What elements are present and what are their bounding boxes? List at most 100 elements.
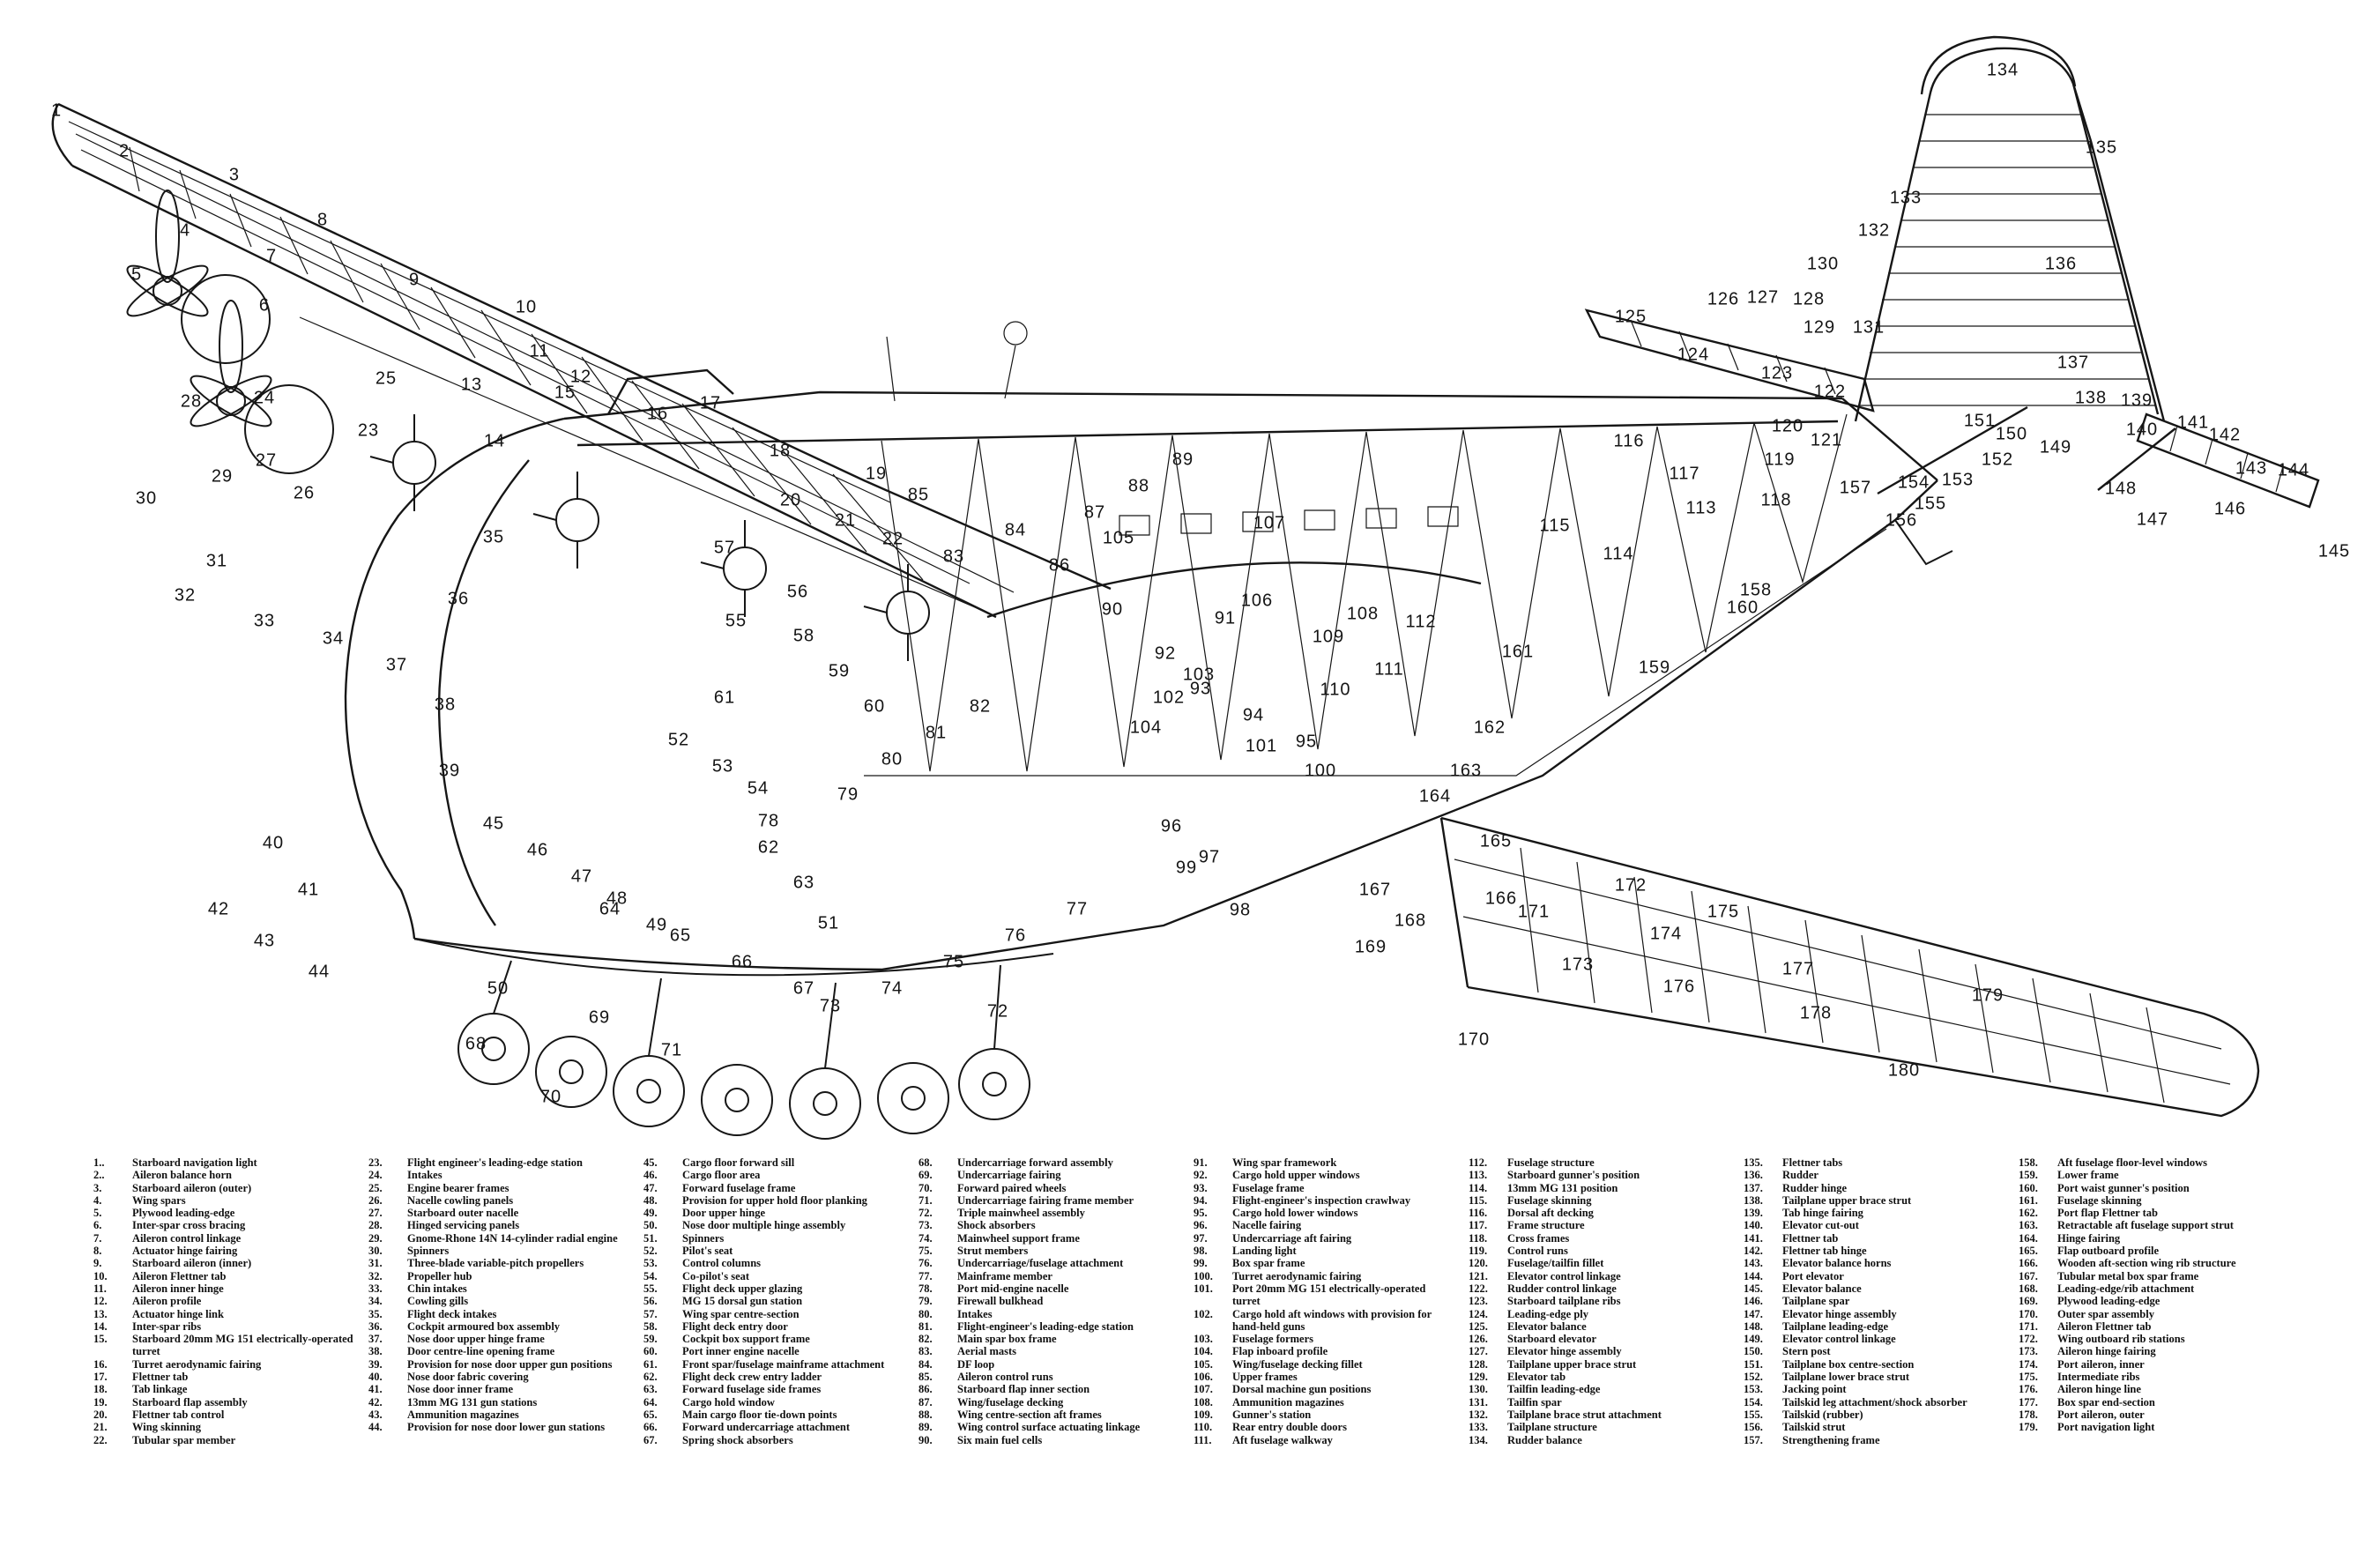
legend-item-label: Elevator hinge assembly xyxy=(1507,1345,1622,1358)
legend-item: 73.Shock absorbers xyxy=(919,1219,1194,1231)
callout-number: 126 xyxy=(1707,289,1740,309)
legend-item: 33.Chin intakes xyxy=(368,1282,643,1295)
legend-item-number: 6. xyxy=(93,1219,102,1232)
callout-number: 85 xyxy=(907,485,930,505)
legend-item-number: 7. xyxy=(93,1231,102,1245)
legend-item-label: 13mm MG 131 position xyxy=(1507,1181,1618,1194)
legend-item-number: 20. xyxy=(93,1408,108,1421)
legend-item-number: 160. xyxy=(2019,1181,2038,1194)
callout-number: 129 xyxy=(1803,317,1836,338)
legend-item-number: 16. xyxy=(93,1357,108,1371)
legend-item-number: 144. xyxy=(1744,1269,1763,1282)
legend-item-label: Tailskid strut xyxy=(1782,1421,1846,1434)
legend-item-number: 48. xyxy=(643,1193,658,1207)
legend-item-number: 62. xyxy=(643,1371,658,1384)
legend-item-number: 74. xyxy=(919,1231,933,1245)
callout-number: 73 xyxy=(819,996,842,1016)
legend-item-number: 124. xyxy=(1469,1307,1488,1320)
legend-item-label: Flettner tab xyxy=(132,1371,189,1384)
legend-item-label: Aileron control runs xyxy=(957,1371,1053,1384)
legend-item: 114.13mm MG 131 position xyxy=(1469,1182,1744,1194)
legend-item-label: Port 20mm MG 151 electrically-operated t… xyxy=(1232,1282,1426,1308)
legend-item: 130.Tailfin leading-edge xyxy=(1469,1383,1744,1395)
legend-item-label: Tailplane structure xyxy=(1507,1421,1597,1434)
callout-number: 108 xyxy=(1346,604,1380,624)
legend-item-number: 112. xyxy=(1469,1156,1488,1169)
legend-item-label: Elevator balance horns xyxy=(1782,1257,1892,1270)
legend-item: 102.Cargo hold aft windows with provisio… xyxy=(1194,1308,1469,1334)
callout-number: 135 xyxy=(2085,138,2118,158)
legend-item: 59.Cockpit box support frame xyxy=(643,1333,919,1345)
callout-number: 38 xyxy=(434,695,457,715)
legend-item: 158.Aft fuselage floor-level windows xyxy=(2019,1156,2294,1169)
legend-item: 168.Leading-edge/rib attachment xyxy=(2019,1282,2294,1295)
legend-item-label: Tailfin spar xyxy=(1507,1395,1562,1408)
legend-item: 64.Cargo hold window xyxy=(643,1396,919,1408)
callout-number: 84 xyxy=(1004,520,1027,540)
legend-item-number: 113. xyxy=(1469,1169,1488,1182)
legend-item: 108.Ammunition magazines xyxy=(1194,1396,1469,1408)
legend-item-number: 151. xyxy=(1744,1357,1763,1371)
legend-item-number: 58. xyxy=(643,1319,658,1333)
legend-item: 160.Port waist gunner's position xyxy=(2019,1182,2294,1194)
legend-item-number: 1.. xyxy=(93,1156,105,1169)
legend-item-number: 152. xyxy=(1744,1371,1763,1384)
legend-item-label: Aerial masts xyxy=(957,1345,1016,1358)
legend-item-label: Gunner's station xyxy=(1232,1408,1312,1421)
legend-item-label: Aileron hinge fairing xyxy=(2057,1345,2156,1358)
legend-item: 136.Rudder xyxy=(1744,1169,2019,1181)
callout-number: 7 xyxy=(265,246,278,266)
callout-number: 145 xyxy=(2317,541,2351,561)
legend-item: 29.Gnome-Rhone 14N 14-cylinder radial en… xyxy=(368,1232,643,1245)
legend-item: 144.Port elevator xyxy=(1744,1270,2019,1282)
legend-item-number: 92. xyxy=(1194,1169,1208,1182)
legend-item-label: 13mm MG 131 gun stations xyxy=(407,1395,538,1408)
legend-item-number: 146. xyxy=(1744,1295,1763,1308)
legend-item-number: 17. xyxy=(93,1371,108,1384)
legend-item-number: 80. xyxy=(919,1307,933,1320)
legend-item-label: Wing/fuselage decking fillet xyxy=(1232,1357,1363,1371)
legend-item-label: Starboard aileron (inner) xyxy=(132,1257,252,1270)
legend-item-number: 159. xyxy=(2019,1169,2038,1182)
legend-item-number: 135. xyxy=(1744,1156,1763,1169)
legend-item-label: Flight engineer's leading-edge station xyxy=(407,1156,583,1169)
legend-item: 91.Wing spar framework xyxy=(1194,1156,1469,1169)
legend-item-label: Tailplane upper brace strut xyxy=(1507,1357,1637,1371)
legend-item-number: 175. xyxy=(2019,1371,2038,1384)
legend-item-number: 69. xyxy=(919,1169,933,1182)
legend-item-label: Control runs xyxy=(1507,1245,1568,1258)
legend-item-label: Turret aerodynamic fairing xyxy=(132,1357,262,1371)
legend-item-number: 73. xyxy=(919,1219,933,1232)
legend-item-number: 40. xyxy=(368,1371,383,1384)
legend-item: 156.Tailskid strut xyxy=(1744,1421,2019,1433)
legend-item: 128.Tailplane upper brace strut xyxy=(1469,1358,1744,1371)
legend-column: 23.Flight engineer's leading-edge statio… xyxy=(368,1156,643,1446)
callout-number: 178 xyxy=(1799,1003,1833,1023)
legend-item-label: Flettner tab hinge xyxy=(1782,1245,1867,1258)
legend-item-label: Flap outboard profile xyxy=(2057,1245,2160,1258)
rudder-hinge-line xyxy=(2071,83,2160,415)
callout-number: 176 xyxy=(1662,977,1696,997)
legend-item: 148.Tailplane leading-edge xyxy=(1744,1320,2019,1333)
wing-fuselage-fillet xyxy=(986,561,1482,619)
callout-number: 65 xyxy=(669,925,692,946)
legend-item-number: 164. xyxy=(2019,1231,2038,1245)
legend-item-label: Aileron balance horn xyxy=(132,1169,232,1182)
legend-item-label: Starboard outer nacelle xyxy=(407,1207,519,1220)
callout-number: 71 xyxy=(660,1040,683,1060)
port-tailplane xyxy=(2136,413,2320,509)
legend-item-label: Spinners xyxy=(407,1245,450,1258)
callout-number: 39 xyxy=(438,761,461,781)
legend-item-label: Wing spar centre-section xyxy=(682,1307,800,1320)
callout-number: 155 xyxy=(1914,494,1947,514)
legend-item: 85.Aileron control runs xyxy=(919,1371,1194,1383)
legend-item-label: Tailfin leading-edge xyxy=(1507,1383,1601,1396)
legend-item-label: MG 15 dorsal gun station xyxy=(682,1295,803,1308)
legend-item-label: Box spar frame xyxy=(1232,1257,1305,1270)
legend-item-number: 107. xyxy=(1194,1383,1213,1396)
legend-item-label: Nacelle cowling panels xyxy=(407,1193,514,1207)
legend-item-label: Starboard flap assembly xyxy=(132,1395,248,1408)
legend-item-number: 93. xyxy=(1194,1181,1208,1194)
legend-item: 141.Flettner tab xyxy=(1744,1232,2019,1245)
